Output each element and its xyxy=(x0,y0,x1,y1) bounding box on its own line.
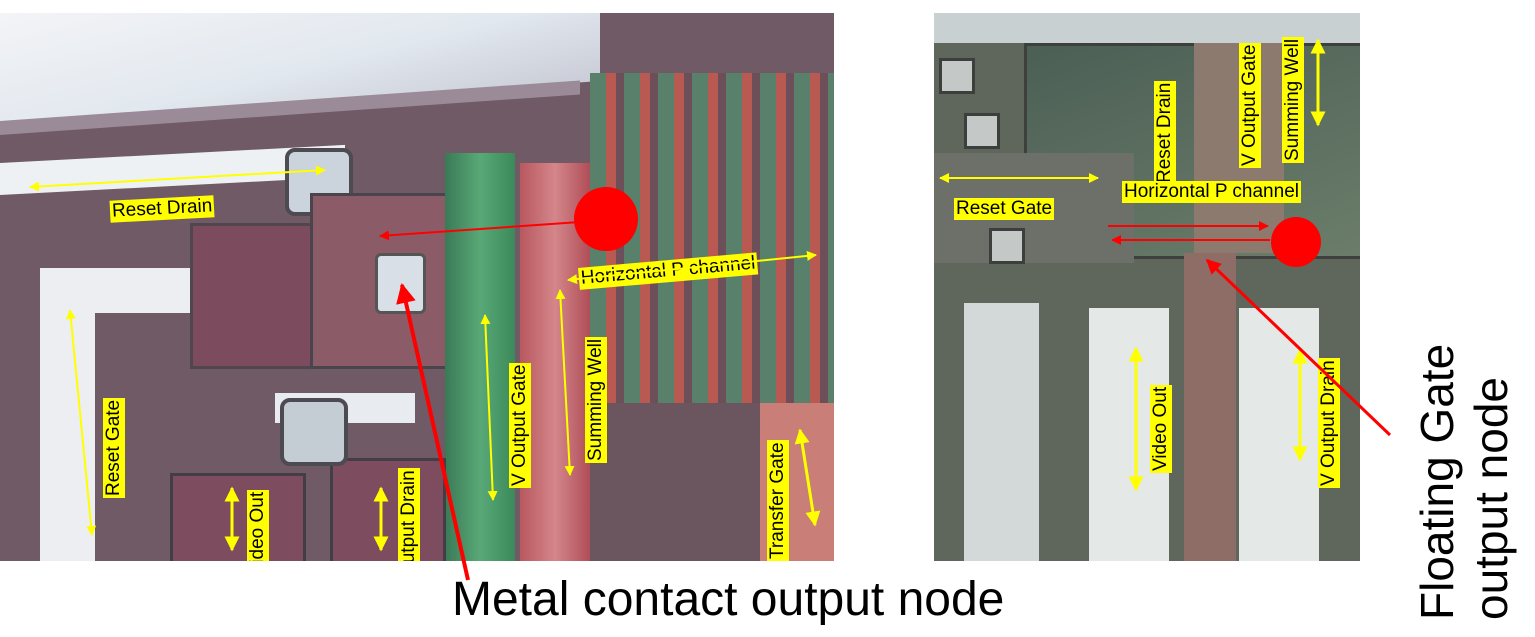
arrow-v-output-gate xyxy=(480,314,498,501)
contact-right-2 xyxy=(964,113,1000,149)
label-reset-gate-right: Reset Gate xyxy=(954,198,1055,220)
contact-right-3 xyxy=(989,228,1025,264)
red-marker-right xyxy=(1271,217,1321,267)
label-horizontal-p-channel-right: Horizontal P channel xyxy=(1122,181,1301,203)
contact-right-1 xyxy=(939,58,975,94)
output-node-channel xyxy=(310,193,456,369)
metal-column-1 xyxy=(964,303,1039,561)
red-marker-left xyxy=(574,187,638,251)
arrow-reset-drain xyxy=(29,165,326,192)
arrow-reset-gate xyxy=(65,309,97,536)
caption-floating-gate: Floating Gate output node xyxy=(1410,344,1518,620)
caption-floating-gate-line2: output node xyxy=(1465,376,1517,620)
red-arrow-left-horizontal xyxy=(379,221,581,241)
arrow-horizontal-p-channel xyxy=(567,250,817,285)
arrow-summing-well xyxy=(555,289,575,476)
caption-metal-contact: Metal contact output node xyxy=(452,573,1005,626)
red-arrow-floating-gate xyxy=(1205,258,1392,437)
right-micrograph: Reset Gate Reset Drain V Output Gate Sum… xyxy=(934,13,1360,561)
contact-lower xyxy=(280,398,348,466)
v-output-gate-region xyxy=(445,153,515,561)
caption-floating-gate-line1: Floating Gate xyxy=(1411,343,1463,620)
arrow-transfer-gate xyxy=(794,428,821,527)
output-channel-strip xyxy=(1184,253,1236,561)
red-arrow-metal-contact xyxy=(396,283,470,581)
